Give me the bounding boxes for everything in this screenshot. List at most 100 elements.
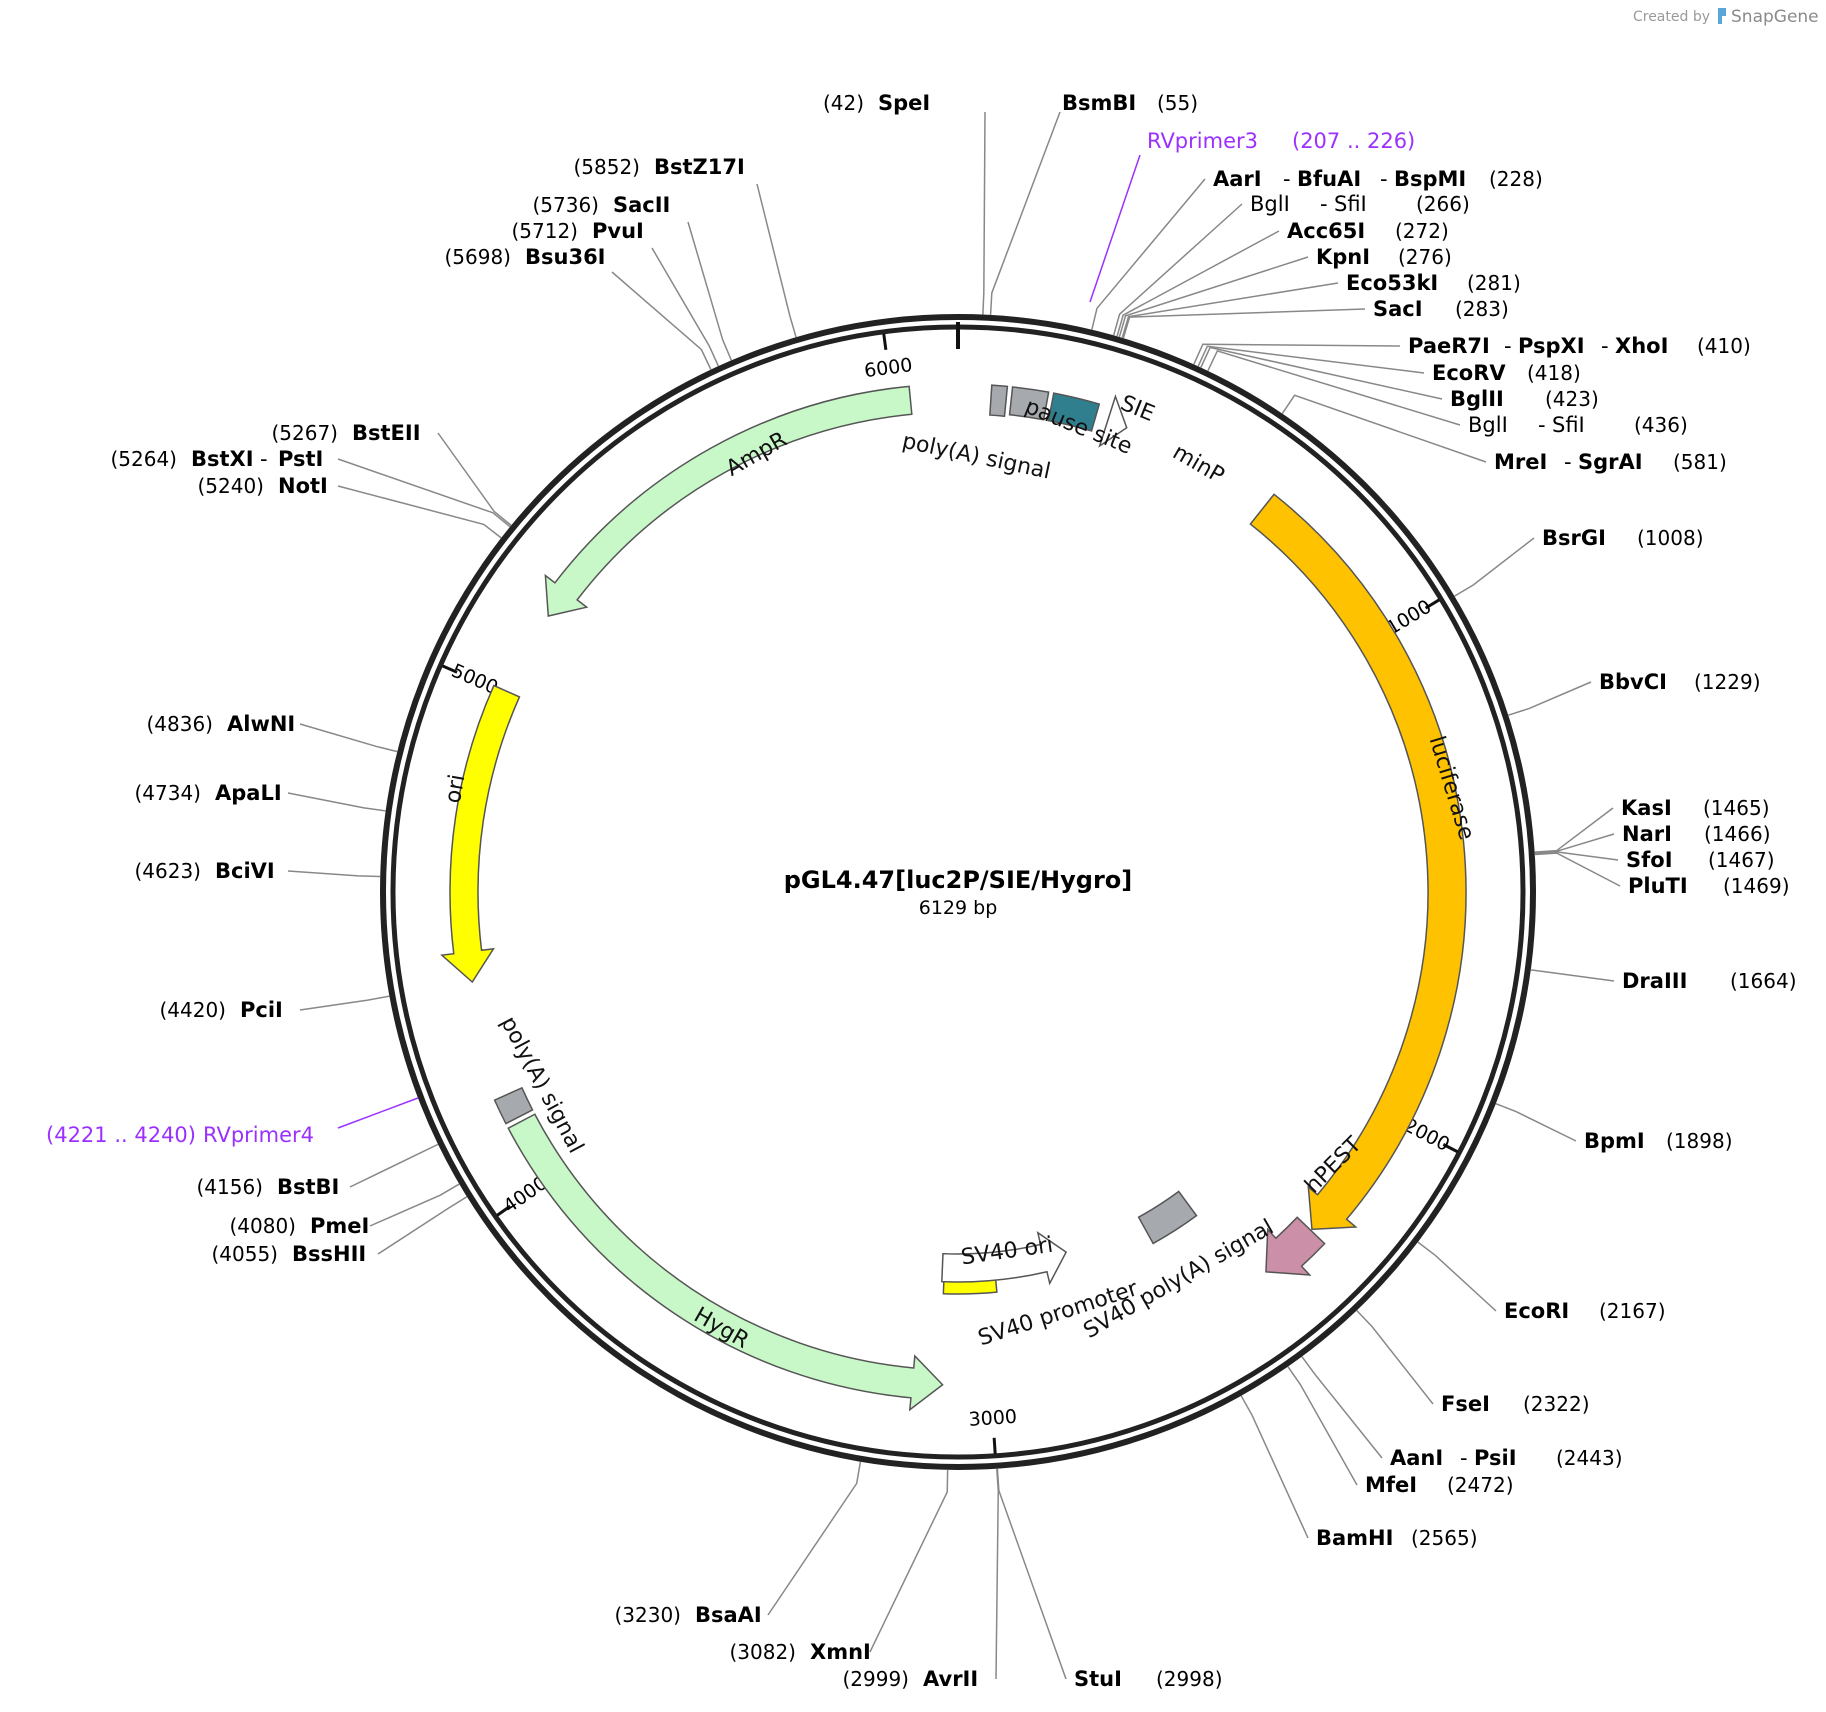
enzyme-name[interactable]: EcoRI [1504,1299,1569,1323]
site-label[interactable]: BglII(423) [1450,387,1599,411]
enzyme-name[interactable]: ApaLI [215,781,282,805]
site-label[interactable]: KpnI(276) [1316,245,1452,269]
site-label[interactable]: BglI-SfiI(266) [1250,192,1470,216]
feature-luciferase[interactable] [1249,493,1467,1231]
site-label[interactable]: (5264)BstXI-PstI [110,447,323,471]
enzyme-name[interactable]: XmnI [810,1640,871,1664]
site-label[interactable]: Acc65I(272) [1287,219,1449,243]
enzyme-name[interactable]: DraIII [1622,969,1687,993]
enzyme-name[interactable]: BstZ17I [654,155,745,179]
enzyme-name[interactable]: SfoI [1626,848,1673,872]
enzyme-name[interactable]: Eco53kI [1346,271,1438,295]
enzyme-name[interactable]: EcoRV [1432,361,1506,385]
site-label[interactable]: (5698)Bsu36I [444,245,605,269]
enzyme-name[interactable]: MreI [1494,450,1547,474]
site-label[interactable]: BamHI(2565) [1316,1526,1478,1550]
enzyme-name[interactable]: BspMI [1394,167,1466,191]
enzyme-name[interactable]: NarI [1622,822,1672,846]
enzyme-name[interactable]: PaeR7I [1408,334,1490,358]
site-label[interactable]: (3082)XmnI [729,1640,870,1664]
site-label[interactable]: (42)SpeI [823,91,930,115]
enzyme-name[interactable]: BsaAI [695,1603,762,1627]
site-label[interactable]: (4080)PmeI [229,1214,369,1238]
enzyme-name[interactable]: BamHI [1316,1526,1393,1550]
site-label[interactable]: (4623)BciVI [134,859,274,883]
enzyme-name[interactable]: XhoI [1615,334,1668,358]
site-label[interactable]: Eco53kI(281) [1346,271,1521,295]
enzyme-name[interactable]: PsiI [1474,1446,1517,1470]
enzyme-name[interactable]: BstXI [191,447,254,471]
site-label[interactable]: FseI(2322) [1441,1392,1590,1416]
enzyme-name[interactable]: PspXI [1518,334,1585,358]
enzyme-name[interactable]: NotI [278,474,328,498]
feature-sie[interactable] [1047,392,1101,432]
site-label[interactable]: (5240)NotI [197,474,327,498]
enzyme-name[interactable]: StuI [1074,1667,1122,1691]
enzyme-name[interactable]: PluTI [1628,874,1688,898]
enzyme-name[interactable]: PvuI [592,219,644,243]
site-label[interactable]: EcoRI(2167) [1504,1299,1666,1323]
enzyme-name[interactable]: BbvCI [1599,670,1667,694]
site-label[interactable]: (4836)AlwNI [146,712,295,736]
feature-minp[interactable] [1098,394,1128,448]
site-label[interactable]: StuI(2998) [1074,1667,1223,1691]
enzyme-name[interactable]: BssHII [292,1242,366,1266]
site-label[interactable]: SacI(283) [1373,297,1509,321]
site-label[interactable]: BglI-SfiI(436) [1468,413,1688,437]
feature-ori[interactable] [440,684,521,984]
primer-name[interactable]: RVprimer4 [203,1123,314,1147]
enzyme-name[interactable]: SgrAI [1578,450,1643,474]
enzyme-name[interactable]: SfiI [1334,192,1367,216]
feature-sv40-promoter[interactable] [941,1231,1068,1286]
enzyme-name[interactable]: SpeI [878,91,930,115]
site-label[interactable]: (5712)PvuI [511,219,643,243]
site-label[interactable]: AanI-PsiI(2443) [1390,1446,1623,1470]
enzyme-name[interactable]: BstEII [352,421,421,445]
site-label[interactable]: (5267)BstEII [271,421,420,445]
site-label[interactable]: MreI-SgrAI(581) [1494,450,1727,474]
enzyme-name[interactable]: KpnI [1316,245,1370,269]
site-label[interactable]: (5852)BstZ17I [573,155,744,179]
enzyme-name[interactable]: BglI [1250,192,1290,216]
enzyme-name[interactable]: SacII [613,193,670,217]
enzyme-name[interactable]: PmeI [310,1214,369,1238]
enzyme-name[interactable]: SfiI [1552,413,1585,437]
site-label[interactable]: (4734)ApaLI [134,781,281,805]
enzyme-name[interactable]: AarI [1213,167,1262,191]
feature-ampr[interactable] [544,385,913,617]
feature-poly-a-signal[interactable] [493,1086,534,1125]
site-label[interactable]: BsmBI(55) [1062,91,1198,115]
enzyme-name[interactable]: BglII [1450,387,1504,411]
feature-pause-site[interactable] [1008,386,1050,421]
enzyme-name[interactable]: BsrGI [1542,526,1606,550]
site-label[interactable]: BbvCI(1229) [1599,670,1761,694]
enzyme-name[interactable]: BglI [1468,413,1508,437]
enzyme-name[interactable]: MfeI [1365,1473,1417,1497]
enzyme-name[interactable]: BfuAI [1297,167,1361,191]
enzyme-name[interactable]: Acc65I [1287,219,1365,243]
enzyme-name[interactable]: AanI [1390,1446,1443,1470]
enzyme-name[interactable]: BstBI [277,1175,339,1199]
site-label[interactable]: PluTI(1469) [1628,874,1790,898]
site-label[interactable]: EcoRV(418) [1432,361,1581,385]
site-label[interactable]: BpmI(1898) [1584,1129,1733,1153]
feature-sv40-poly-a-signal[interactable] [1137,1190,1198,1245]
enzyme-name[interactable]: FseI [1441,1392,1490,1416]
site-label[interactable]: NarI(1466) [1622,822,1771,846]
site-label[interactable]: (5736)SacII [532,193,670,217]
enzyme-name[interactable]: AvrII [923,1667,978,1691]
enzyme-name[interactable]: KasI [1621,796,1672,820]
enzyme-name[interactable]: BciVI [215,859,275,883]
site-label[interactable]: PaeR7I-PspXI-XhoI(410) [1408,334,1751,358]
site-label[interactable]: (3230)BsaAI [614,1603,761,1627]
site-label[interactable]: MfeI(2472) [1365,1473,1514,1497]
enzyme-name[interactable]: Bsu36I [525,245,606,269]
site-label[interactable]: AarI-BfuAI-BspMI(228) [1213,167,1543,191]
site-label[interactable]: (4420)PciI [159,998,282,1022]
site-label[interactable]: (4055)BssHII [211,1242,366,1266]
feature-poly-a-signal[interactable] [989,384,1009,418]
site-label[interactable]: BsrGI(1008) [1542,526,1704,550]
site-label[interactable]: SfoI(1467) [1626,848,1775,872]
enzyme-name[interactable]: PciI [240,998,283,1022]
enzyme-name[interactable]: PstI [278,447,323,471]
